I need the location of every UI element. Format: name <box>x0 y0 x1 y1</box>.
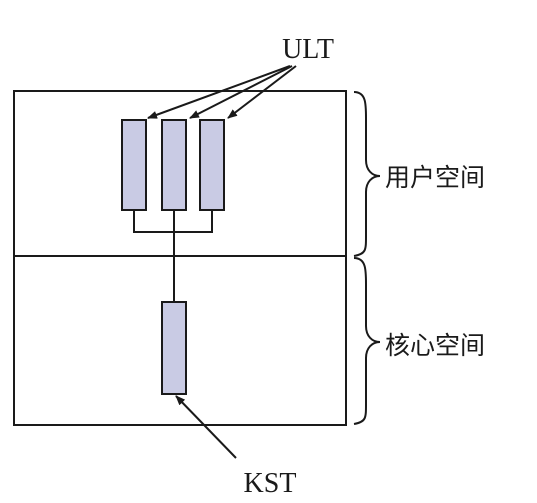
kst-arrow <box>175 395 237 459</box>
user-thread-2 <box>161 119 187 211</box>
user-space-brace <box>353 91 381 257</box>
user-thread-1 <box>121 119 147 211</box>
thread-connectors <box>133 210 213 302</box>
kernel-space-brace <box>353 257 381 425</box>
kernel-thread <box>161 301 187 395</box>
user-threads <box>121 119 225 211</box>
kst-label: KST <box>244 468 297 499</box>
kernel-space-label: 核心空间 <box>385 331 485 360</box>
user-thread-3 <box>199 119 225 211</box>
ult-label: ULT <box>282 34 334 65</box>
user-space-label: 用户空间 <box>385 163 485 192</box>
space-frame <box>13 90 347 426</box>
